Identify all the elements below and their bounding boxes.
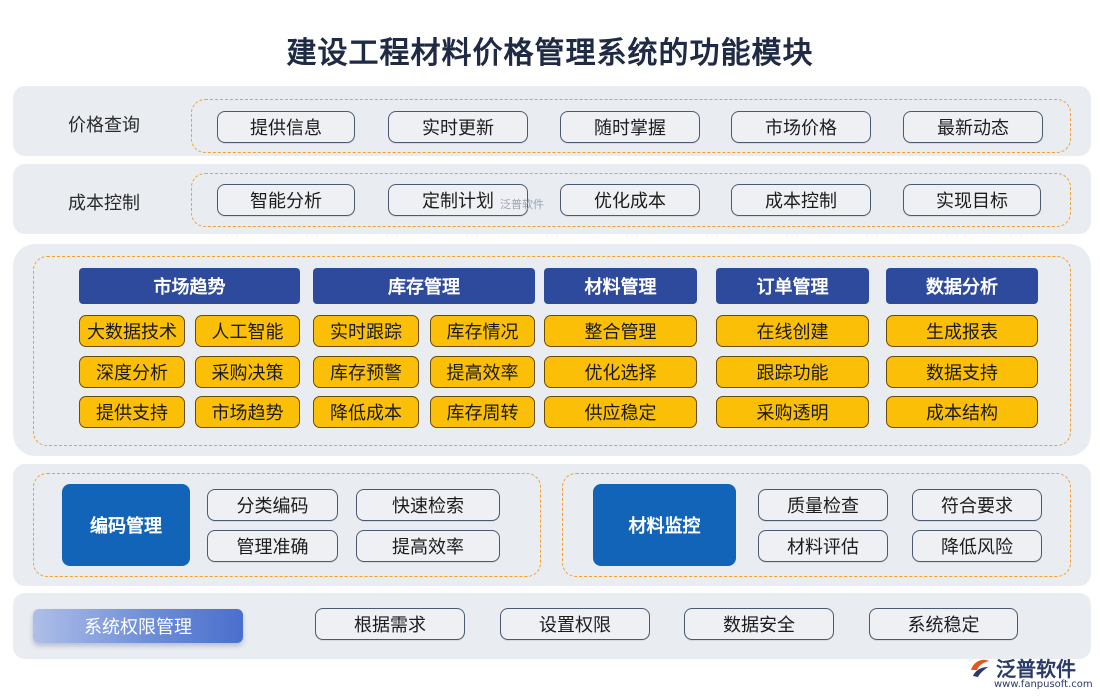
cost-control-item: 成本控制 [731, 184, 871, 216]
monitoring-item: 符合要求 [912, 489, 1042, 521]
module-header-material: 材料管理 [544, 268, 697, 304]
material-item: 整合管理 [544, 315, 697, 347]
cost-control-item: 优化成本 [560, 184, 700, 216]
cost-control-label: 成本控制 [68, 193, 140, 214]
monitoring-group [562, 473, 1071, 577]
coding-item: 提高效率 [356, 530, 500, 562]
permissions-item: 根据需求 [315, 608, 465, 640]
data-analysis-item: 数据支持 [886, 356, 1038, 388]
cost-control-group [191, 173, 1071, 227]
cost-control-item: 实现目标 [903, 184, 1041, 216]
inventory-item: 提高效率 [430, 356, 535, 388]
module-header-inventory: 库存管理 [313, 268, 535, 304]
monitoring-item: 降低风险 [912, 530, 1042, 562]
inventory-item: 降低成本 [313, 396, 419, 428]
coding-monitoring-panel [13, 464, 1091, 586]
price-query-group [191, 99, 1071, 153]
coding-item: 分类编码 [207, 489, 338, 521]
data-analysis-item: 成本结构 [886, 396, 1038, 428]
price-query-item: 市场价格 [731, 111, 871, 143]
monitoring-block: 材料监控 [593, 484, 736, 566]
logo-url: www.fanpusoft.com [994, 679, 1093, 690]
logo-text: 泛普软件 [996, 657, 1076, 681]
order-item: 采购透明 [716, 396, 869, 428]
order-item: 跟踪功能 [716, 356, 869, 388]
coding-group [33, 473, 541, 577]
fanpu-logo-icon [971, 659, 989, 677]
permissions-label: 系统权限管理 [33, 609, 243, 643]
page-title: 建设工程材料价格管理系统的功能模块 [286, 36, 814, 71]
inventory-item: 库存情况 [430, 315, 535, 347]
permissions-item: 数据安全 [684, 608, 834, 640]
price-query-item: 实时更新 [388, 111, 528, 143]
material-item: 供应稳定 [544, 396, 697, 428]
price-query-item: 随时掌握 [560, 111, 700, 143]
price-query-item: 最新动态 [903, 111, 1043, 143]
inventory-item: 库存预警 [313, 356, 419, 388]
material-item: 优化选择 [544, 356, 697, 388]
market-trend-item: 人工智能 [195, 315, 300, 347]
market-trend-item: 大数据技术 [79, 315, 185, 347]
coding-item: 快速检索 [356, 489, 500, 521]
coding-block: 编码管理 [62, 484, 190, 566]
order-item: 在线创建 [716, 315, 869, 347]
market-trend-item: 深度分析 [79, 356, 185, 388]
modules-group [33, 256, 1071, 446]
inventory-item: 库存周转 [430, 396, 535, 428]
price-query-label: 价格查询 [68, 115, 140, 136]
cost-control-item: 定制计划 [388, 184, 528, 216]
monitoring-item: 材料评估 [758, 530, 888, 562]
cost-control-item: 智能分析 [217, 184, 355, 216]
market-trend-item: 市场趋势 [195, 396, 300, 428]
data-analysis-item: 生成报表 [886, 315, 1038, 347]
coding-item: 管理准确 [207, 530, 338, 562]
monitoring-item: 质量检查 [758, 489, 888, 521]
permissions-item: 系统稳定 [869, 608, 1018, 640]
brand-logo: 泛普软件 [968, 653, 1076, 682]
watermark-text: 泛普软件 [500, 198, 544, 211]
permissions-item: 设置权限 [500, 608, 650, 640]
module-header-data-analysis: 数据分析 [886, 268, 1038, 304]
inventory-item: 实时跟踪 [313, 315, 419, 347]
market-trend-item: 采购决策 [195, 356, 300, 388]
price-query-item: 提供信息 [217, 111, 355, 143]
module-header-market-trend: 市场趋势 [79, 268, 300, 304]
module-header-order: 订单管理 [716, 268, 869, 304]
watermark: 泛普软件 [500, 196, 544, 212]
market-trend-item: 提供支持 [79, 396, 185, 428]
